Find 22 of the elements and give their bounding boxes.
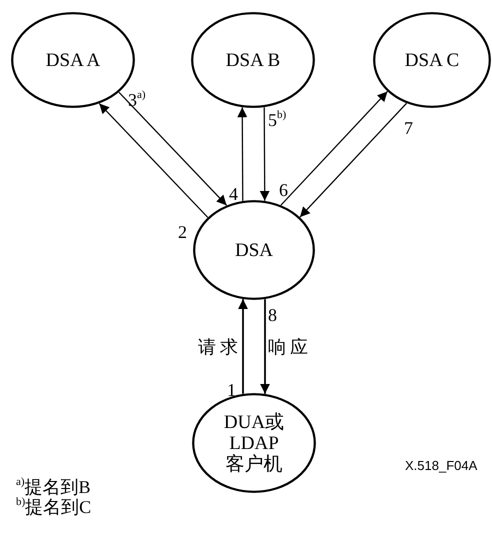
ellipse-node: DSA bbox=[193, 200, 315, 300]
edge-label: 7 bbox=[404, 118, 413, 138]
ellipse-node: DSA C bbox=[373, 12, 491, 108]
footnote: $^{b)}$提名到C bbox=[16, 497, 92, 517]
arrow bbox=[260, 107, 270, 201]
arrow bbox=[260, 299, 270, 394]
arrow bbox=[299, 102, 407, 218]
edge-label: 8 bbox=[268, 305, 277, 325]
edge-label: 3$^{a)}$ bbox=[128, 90, 146, 110]
edge-label: 6 bbox=[279, 180, 288, 200]
arrow bbox=[238, 299, 248, 394]
edge-label: 5$^{b)}$ bbox=[268, 110, 286, 130]
direction-label: 请求 bbox=[198, 337, 242, 357]
footnote: $^{a)}$提名到B bbox=[16, 477, 91, 497]
edge-label: 2 bbox=[178, 222, 187, 242]
arrow bbox=[98, 103, 208, 218]
figure-id: X.518_F04A bbox=[405, 457, 478, 475]
arrow bbox=[280, 91, 388, 206]
arrow bbox=[118, 92, 228, 206]
direction-label: 响应 bbox=[268, 337, 312, 357]
ellipse-node: DSA B bbox=[191, 12, 315, 108]
arrow bbox=[237, 107, 248, 201]
